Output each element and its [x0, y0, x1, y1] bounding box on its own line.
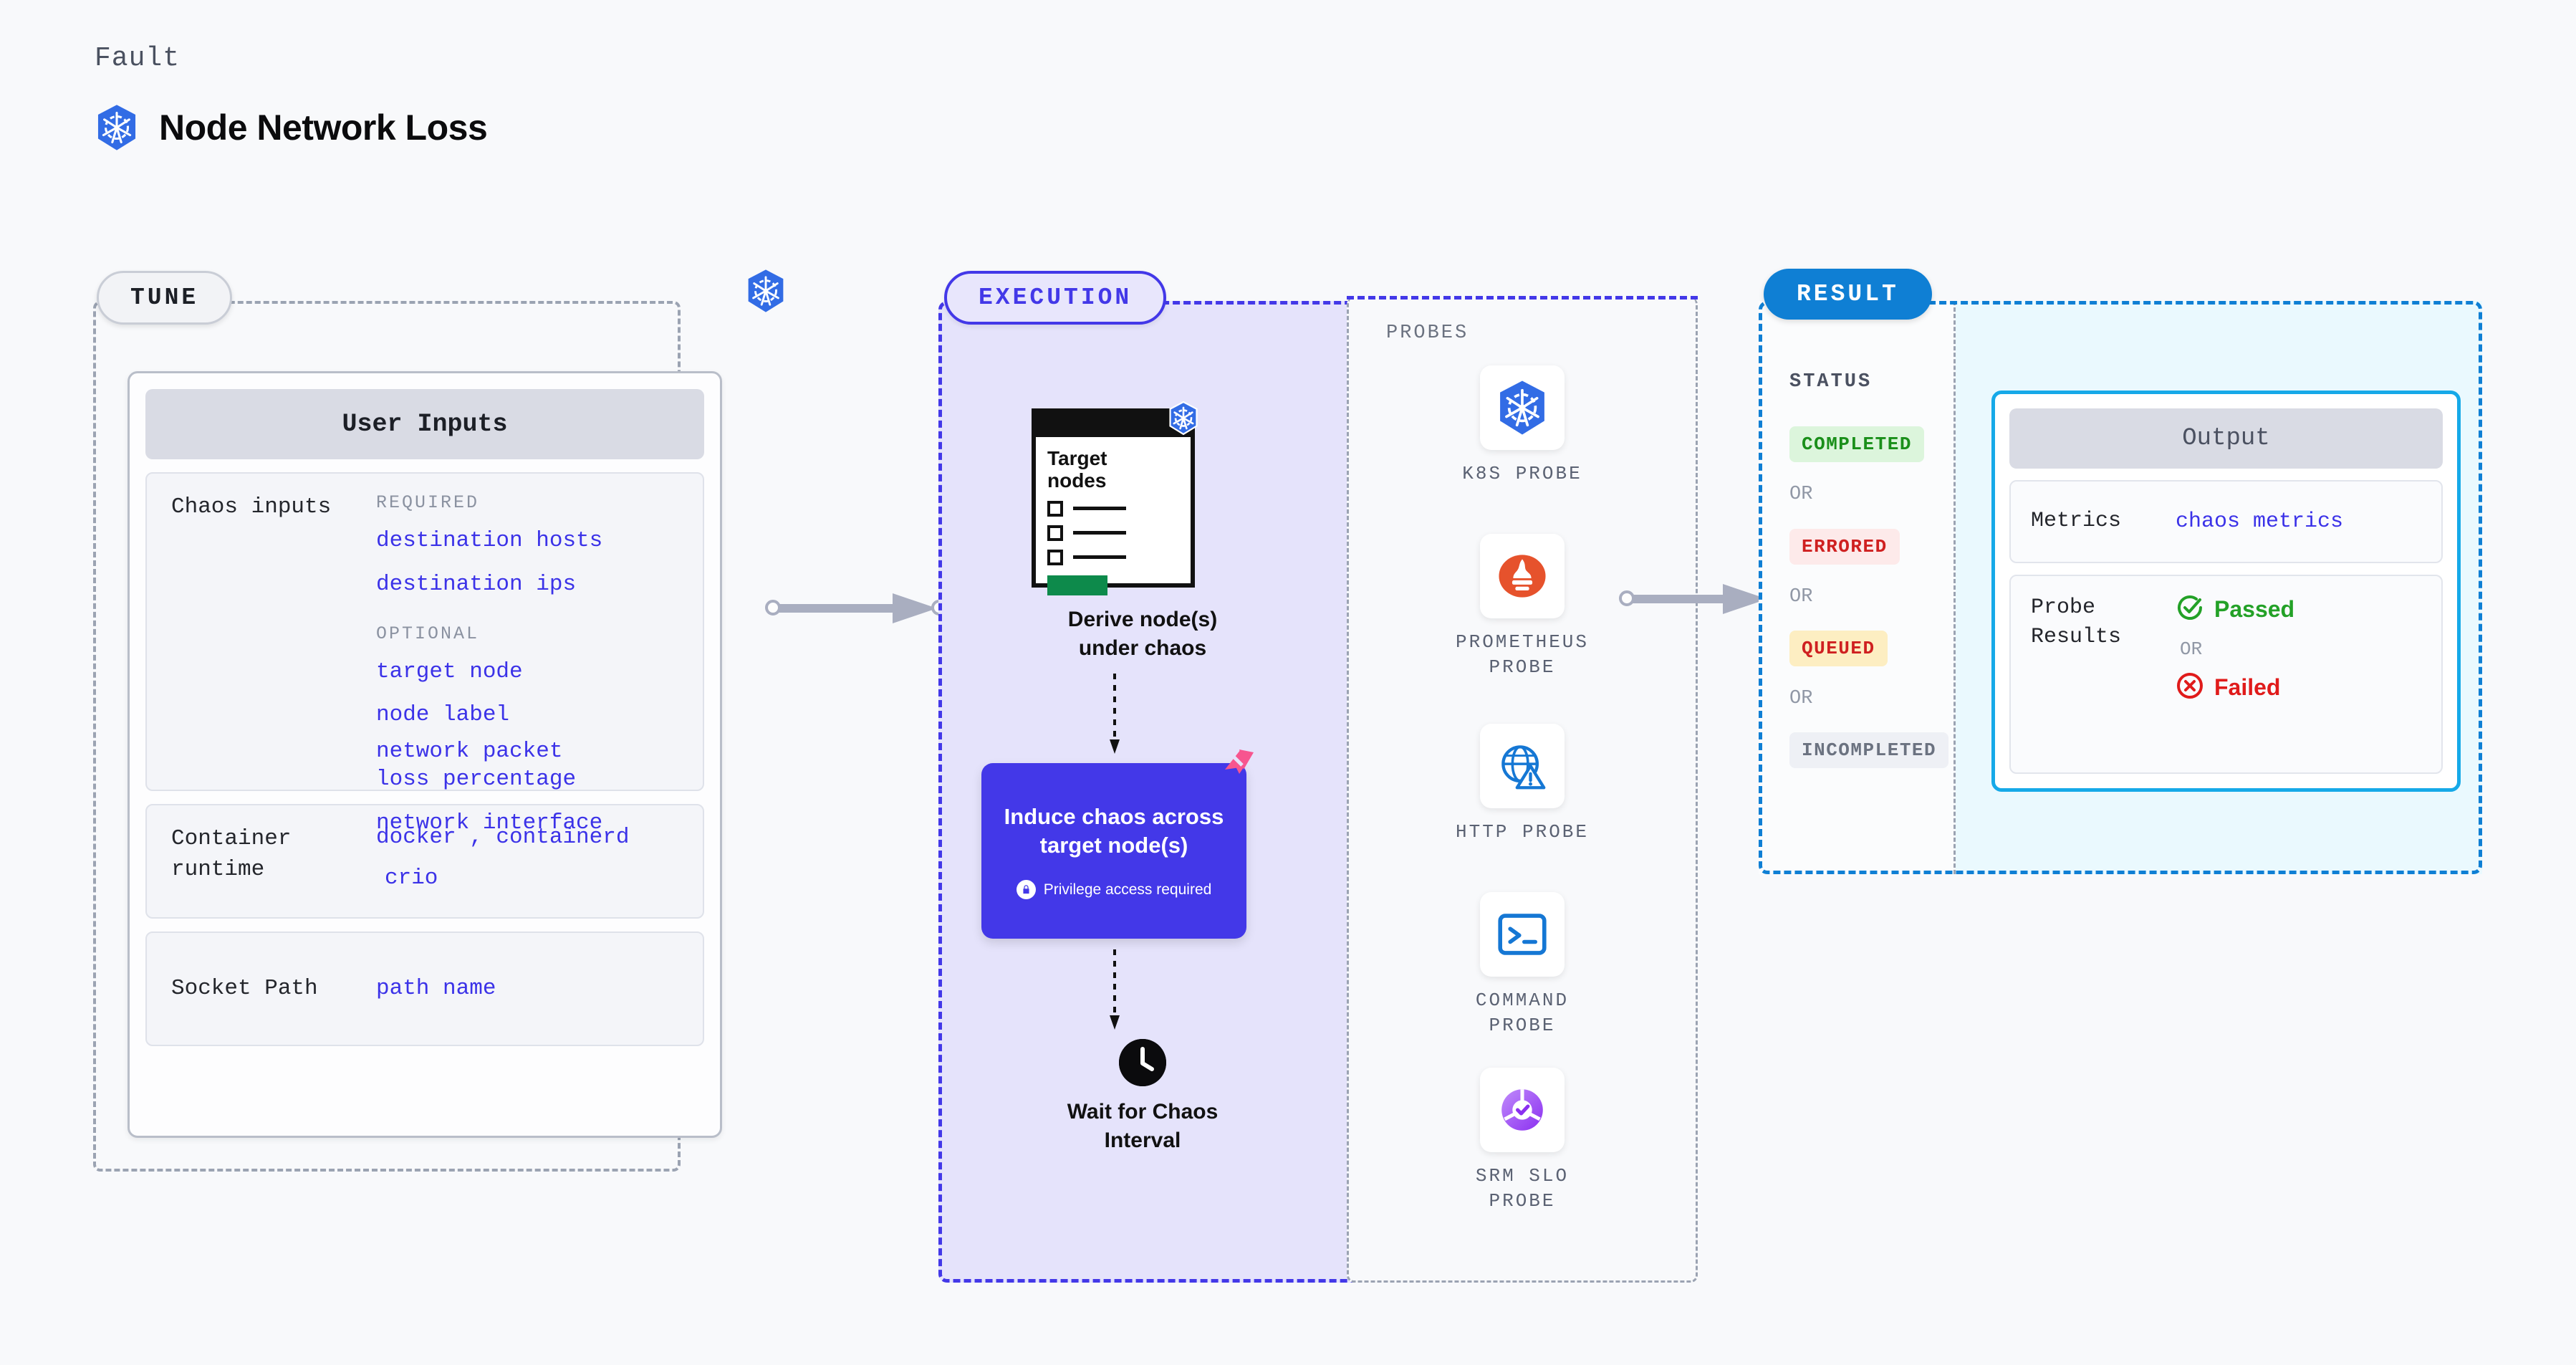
- probes-label: PROBES: [1386, 322, 1469, 344]
- probe-label: K8S PROBE: [1462, 463, 1582, 484]
- title-row: Node Network Loss: [95, 104, 488, 151]
- privilege-note-text: Privilege access required: [1043, 881, 1212, 898]
- user-inputs-header: User Inputs: [145, 389, 704, 459]
- tune-badge-label: TUNE: [130, 284, 199, 311]
- srm-slo-icon: [1480, 1068, 1565, 1152]
- checkbox-icon[interactable]: [1047, 525, 1063, 541]
- passed-label: Passed: [2214, 596, 2295, 622]
- lock-icon: [1016, 880, 1036, 900]
- checkbox-icon[interactable]: [1047, 549, 1063, 565]
- connector-execution-to-result: [1619, 584, 1777, 614]
- socket-path-label: Socket Path: [171, 975, 318, 1001]
- target-node-row[interactable]: [1047, 500, 1179, 517]
- probe-result-failed: Failed: [2176, 671, 2294, 704]
- metrics-label: Metrics: [2031, 509, 2122, 534]
- output-card: Output Metrics chaos metrics Probe Resul…: [1991, 391, 2461, 792]
- target-node-row[interactable]: [1047, 549, 1179, 565]
- probe-prometheus[interactable]: PROMETHEUS PROBE: [1347, 534, 1698, 680]
- result-panel: [1759, 301, 2482, 874]
- status-badge-queued: QUEUED: [1789, 631, 1888, 666]
- status-label: STATUS: [1789, 371, 1873, 393]
- kubernetes-icon: [95, 104, 139, 151]
- or-separator: OR: [1789, 484, 1813, 505]
- probe-k8s[interactable]: K8S PROBE: [1347, 365, 1698, 487]
- or-separator: OR: [1789, 688, 1813, 709]
- wait-for-chaos-interval: Wait for Chaos Interval: [938, 1039, 1347, 1154]
- input-value[interactable]: target node: [376, 658, 523, 684]
- input-value[interactable]: destination hosts: [376, 528, 603, 553]
- runtime-value[interactable]: docker , containerd: [376, 825, 630, 850]
- kubernetes-icon: [1168, 401, 1199, 439]
- clock-icon: [1119, 1039, 1166, 1086]
- input-value[interactable]: network packet loss percentage: [376, 739, 577, 792]
- fault-kicker: Fault: [95, 43, 181, 74]
- terminal-icon: [1480, 892, 1565, 977]
- status-badge-errored: ERRORED: [1789, 529, 1900, 565]
- input-value[interactable]: network interface: [376, 810, 603, 835]
- result-badge[interactable]: RESULT: [1764, 269, 1932, 320]
- page-header: Fault N: [95, 43, 488, 151]
- wait-label: Wait for Chaos Interval: [1067, 1100, 1219, 1152]
- probe-label: SRM SLO PROBE: [1475, 1165, 1570, 1212]
- target-nodes-title: Target nodes: [1047, 447, 1107, 492]
- container-runtime-section: Container runtime docker , containerd cr…: [145, 804, 704, 919]
- checkbox-icon[interactable]: [1047, 500, 1063, 517]
- derive-nodes-label: Derive node(s) under chaos: [1067, 608, 1218, 660]
- kubernetes-icon: [745, 269, 787, 317]
- input-value[interactable]: node label: [376, 702, 510, 728]
- probe-label: PROMETHEUS PROBE: [1455, 631, 1590, 679]
- result-status-area: [1759, 301, 1956, 874]
- arrow-derive-to-chaos: [1110, 674, 1120, 754]
- target-nodes-card: Target nodes: [1032, 408, 1195, 595]
- status-badge-completed: COMPLETED: [1789, 426, 1924, 462]
- litmus-chaos-icon: [1218, 745, 1258, 789]
- chaos-inputs-section: Chaos inputs REQUIRED destination hosts …: [145, 472, 704, 835]
- execution-badge[interactable]: EXECUTION: [944, 271, 1167, 325]
- probe-command[interactable]: COMMAND PROBE: [1347, 892, 1698, 1038]
- output-header: Output: [2009, 408, 2443, 469]
- arrow-chaos-to-wait: [1110, 949, 1120, 1030]
- prometheus-icon: [1480, 534, 1565, 618]
- probe-results-label: Probe Results: [2031, 595, 2122, 650]
- failed-label: Failed: [2214, 674, 2281, 700]
- page-title: Node Network Loss: [159, 107, 488, 148]
- probe-http[interactable]: HTTP PROBE: [1347, 724, 1698, 845]
- user-inputs-title: User Inputs: [342, 410, 508, 439]
- container-runtime-label: Container runtime: [171, 826, 292, 882]
- privilege-note: Privilege access required: [1016, 880, 1212, 900]
- socket-path-value[interactable]: path name: [376, 975, 496, 1001]
- tune-badge[interactable]: TUNE: [97, 271, 233, 325]
- probe-results-row: Probe Results Passed OR: [2009, 575, 2443, 774]
- or-separator: OR: [1789, 586, 1813, 608]
- chaos-inputs-label: Chaos inputs: [171, 494, 332, 519]
- confirm-button[interactable]: [1047, 575, 1107, 595]
- probe-srm-slo[interactable]: SRM SLO PROBE: [1347, 1068, 1698, 1214]
- required-group-title: REQUIRED: [376, 492, 480, 513]
- check-circle-icon: [2176, 593, 2204, 626]
- input-value[interactable]: destination ips: [376, 571, 577, 597]
- connector-tune-to-execution: [765, 593, 948, 623]
- result-badge-label: RESULT: [1797, 281, 1899, 307]
- http-globe-warning-icon: [1480, 724, 1565, 808]
- target-node-row[interactable]: [1047, 525, 1179, 541]
- optional-group-title: OPTIONAL: [376, 623, 480, 644]
- execution-badge-label: EXECUTION: [979, 284, 1133, 311]
- kubernetes-icon: [1480, 365, 1565, 450]
- probe-label: HTTP PROBE: [1455, 821, 1590, 843]
- or-separator: OR: [2180, 638, 2203, 660]
- probe-result-passed: Passed: [2176, 593, 2294, 626]
- metrics-row: Metrics chaos metrics: [2009, 480, 2443, 563]
- status-badge-incompleted: INCOMPLETED: [1789, 732, 1949, 768]
- output-title: Output: [2182, 425, 2270, 452]
- x-circle-icon: [2176, 671, 2204, 704]
- induce-chaos-title: Induce chaos across target node(s): [1004, 803, 1224, 858]
- probe-label: COMMAND PROBE: [1475, 990, 1570, 1037]
- user-inputs-card: User Inputs Chaos inputs REQUIRED destin…: [128, 371, 722, 1138]
- runtime-value[interactable]: crio: [385, 865, 438, 891]
- socket-path-section: Socket Path path name: [145, 931, 704, 1046]
- induce-chaos-box[interactable]: Induce chaos across target node(s) Privi…: [981, 763, 1246, 939]
- metrics-value[interactable]: chaos metrics: [2176, 509, 2344, 534]
